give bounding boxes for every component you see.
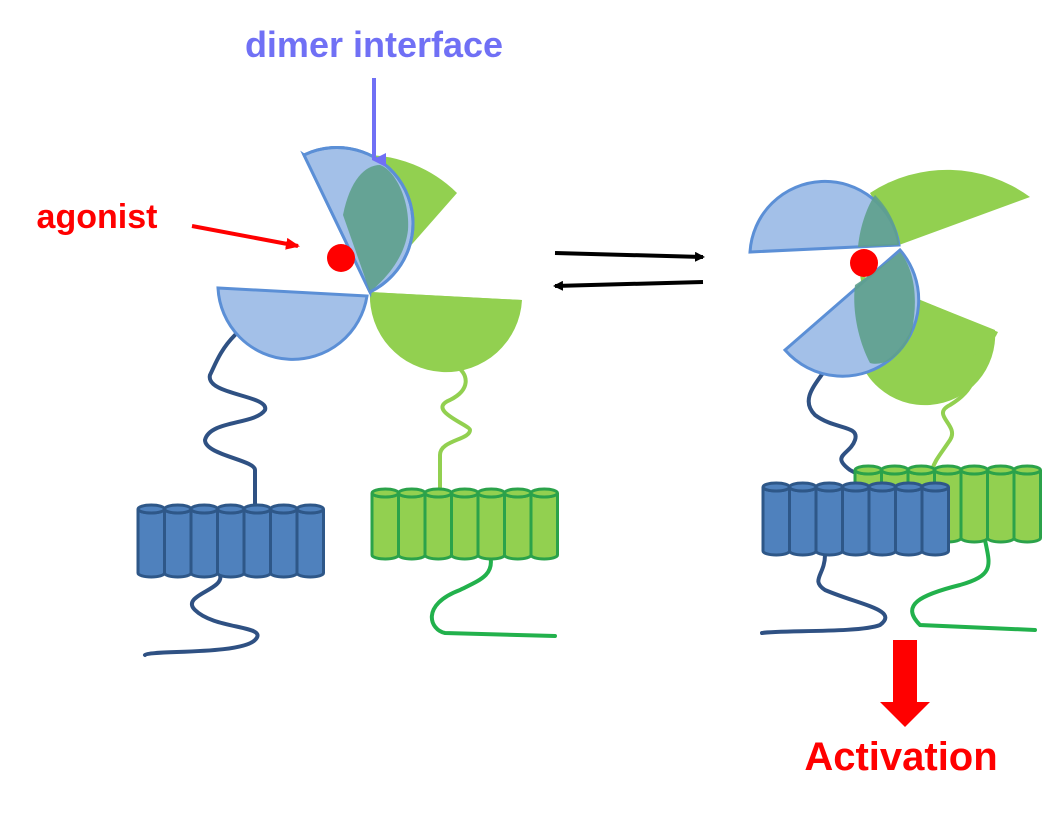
green-tm-helix-4 [450,487,480,561]
blue-tm-helix-5 [242,503,272,579]
green-tm-helix-1 [370,487,400,561]
agonist-label: agonist [37,198,158,236]
agonist-dot-active [850,249,878,277]
green-tm-bundle-inactive [370,487,559,561]
blue-lobe-top-outline [303,145,415,294]
blue-tm-helix-7 [295,503,325,579]
active-state [748,169,1042,635]
green-tm-helix-5 [476,487,506,561]
green-tm-helix-3 [423,487,453,561]
dimer-interface-label: dimer interface [245,24,503,65]
blue-tm-active-helix-6 [894,481,924,557]
activation-arrow [880,640,930,727]
green-linker-upper [438,363,473,494]
blue-tm-helix-3 [189,503,219,579]
blue-lobe-bottom [216,286,369,361]
green-linker-lower [429,553,557,638]
green-lobe-bottom-body [369,292,522,373]
blue-tm-active-helix-1 [761,481,791,557]
blue-linker-lower [143,573,260,657]
lobe-overlap [343,165,409,292]
blue-tm-active-helix-7 [920,481,950,557]
blue-tm-active-helix-5 [867,481,897,557]
blue-tm-bundle-active [761,481,950,557]
green-lobe-top-active [870,169,1030,245]
inactive-state [136,145,559,657]
forward-equilibrium-arrow [554,251,705,262]
blue-linker-upper [202,333,268,507]
green-tm-active-helix-5 [959,464,989,544]
blue-tm-helix-6 [269,503,299,579]
green-tm-helix-7 [529,487,559,561]
blue-tm-active-helix-4 [841,481,871,557]
green-tm-active-helix-7 [1012,464,1042,544]
lobe-overlap-top-active [858,195,899,247]
agonist-dot-inactive [327,244,355,272]
blue-tm-helix-2 [163,503,193,579]
green-linker-lower-active [910,538,1037,632]
reverse-equilibrium-arrow [553,280,704,291]
green-tm-active-helix-6 [986,464,1016,544]
blue-tm-helix-1 [136,503,166,579]
lobe-overlap-bottom-active [854,252,915,364]
blue-tm-helix-4 [216,503,246,579]
agonist-arrow [191,224,300,250]
blue-tm-bundle-inactive [136,503,325,579]
blue-linker-lower-active [760,553,888,635]
blue-tm-active-helix-3 [814,481,844,557]
green-tm-helix-2 [397,487,427,561]
blue-tm-active-helix-2 [788,481,818,557]
green-tm-helix-6 [503,487,533,561]
activation-label: Activation [804,735,997,779]
